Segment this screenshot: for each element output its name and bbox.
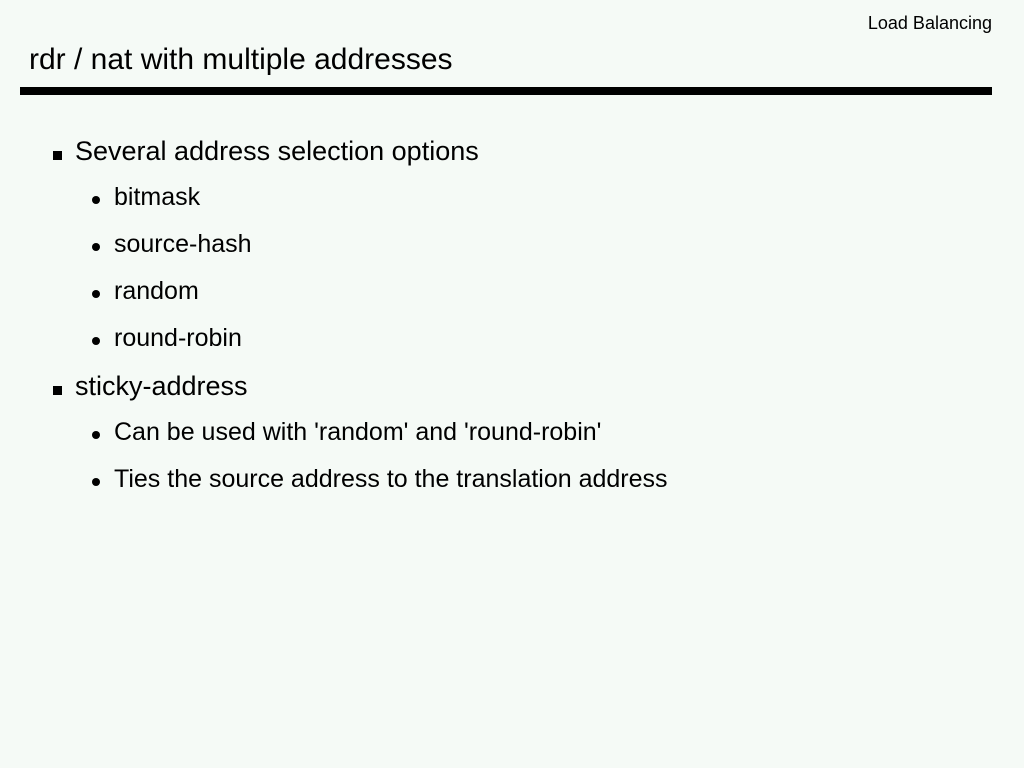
slide-body: Several address selection options bitmas… xyxy=(0,134,1024,510)
round-bullet-icon xyxy=(92,431,100,439)
bullet-text: sticky-address xyxy=(75,371,248,401)
bullet-text: round-robin xyxy=(114,324,242,352)
bullet-item: source-hash xyxy=(0,228,1024,275)
slide-header: Load Balancing rdr / nat with multiple a… xyxy=(0,0,1024,100)
bullet-item: sticky-address xyxy=(0,369,1024,416)
slide-title: rdr / nat with multiple addresses xyxy=(29,43,453,76)
title-underline-rule xyxy=(20,87,992,95)
bullet-item: random xyxy=(0,275,1024,322)
bullet-text: Can be used with 'random' and 'round-rob… xyxy=(114,418,602,446)
bullet-text: bitmask xyxy=(114,183,201,211)
round-bullet-icon xyxy=(92,196,100,204)
square-bullet-icon xyxy=(53,386,62,395)
bullet-item: Can be used with 'random' and 'round-rob… xyxy=(0,416,1024,463)
bullet-text: Ties the source address to the translati… xyxy=(114,465,668,493)
round-bullet-icon xyxy=(92,290,100,298)
bullet-item: round-robin xyxy=(0,322,1024,369)
bullet-text: Several address selection options xyxy=(75,136,479,166)
square-bullet-icon xyxy=(53,151,62,160)
round-bullet-icon xyxy=(92,243,100,251)
deck-label: Load Balancing xyxy=(867,13,992,33)
round-bullet-icon xyxy=(92,337,100,345)
bullet-text: random xyxy=(114,277,199,305)
bullet-item: bitmask xyxy=(0,181,1024,228)
bullet-text: source-hash xyxy=(114,230,252,258)
round-bullet-icon xyxy=(92,478,100,486)
bullet-item: Several address selection options xyxy=(0,134,1024,181)
bullet-item: Ties the source address to the translati… xyxy=(0,463,1024,510)
